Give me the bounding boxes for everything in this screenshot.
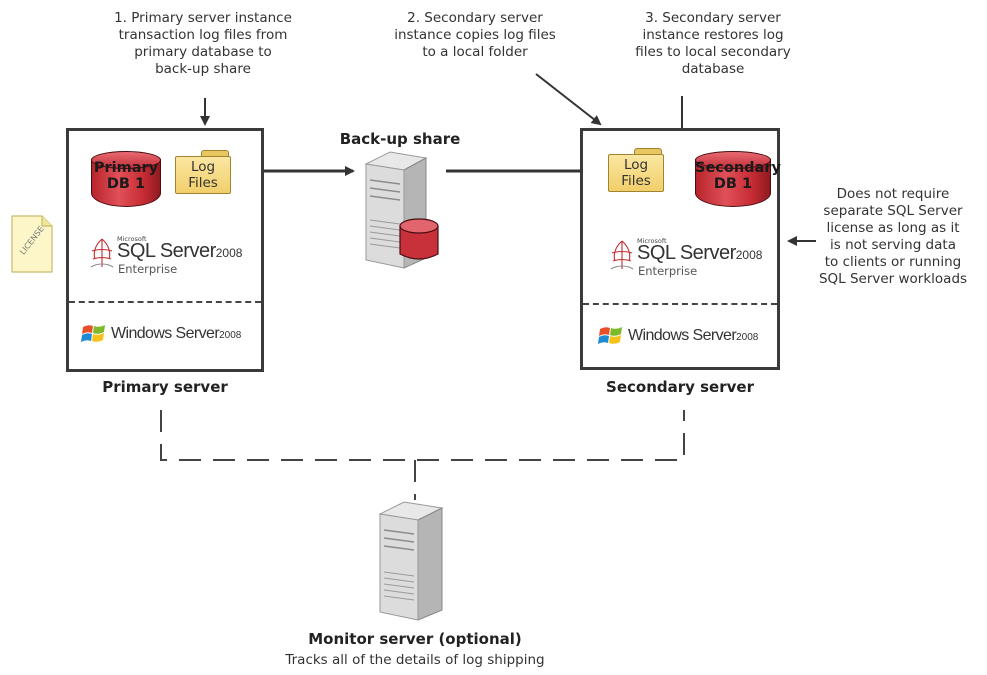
sql-edition: Enterprise bbox=[638, 264, 698, 278]
monitor-dashed-link bbox=[160, 410, 685, 500]
db-label-line: DB 1 bbox=[106, 176, 146, 192]
monitor-server-description: Tracks all of the details of log shippin… bbox=[285, 652, 545, 668]
windows-server-product: Windows Server2008 bbox=[111, 325, 241, 343]
windows-year: 2008 bbox=[736, 332, 759, 343]
layer-divider bbox=[583, 303, 777, 305]
secondary-server-box: Log Files Secondary DB 1 Microsoft SQL S… bbox=[580, 128, 781, 370]
folder-label-line: Log bbox=[190, 159, 216, 175]
sql-product-name: SQL Server bbox=[117, 240, 216, 262]
secondary-database-icon: Secondary DB 1 bbox=[695, 151, 781, 207]
license-document-icon: LICENSE bbox=[8, 214, 56, 274]
step1-line: transaction log files from bbox=[118, 27, 288, 43]
folder-label: Log Files bbox=[608, 157, 664, 189]
license-note-line: separate SQL Server bbox=[823, 203, 963, 219]
step2-caption: 2. Secondary server instance copies log … bbox=[360, 10, 590, 61]
layer-divider bbox=[69, 301, 261, 303]
sql-server-product: SQL Server2008 bbox=[117, 240, 242, 263]
license-note-line: SQL Server workloads bbox=[818, 271, 968, 287]
license-note-line: Does not require bbox=[836, 186, 950, 202]
sql-server-icon bbox=[610, 240, 634, 270]
sql-server-icon bbox=[90, 238, 114, 268]
step2-arrow bbox=[535, 73, 602, 126]
step1-line: 1. Primary server instance bbox=[114, 10, 292, 26]
step3-line: files to local secondary bbox=[635, 44, 791, 60]
folder-label-line: Files bbox=[188, 175, 218, 191]
sql-product-name: SQL Server bbox=[637, 242, 736, 264]
sql-server-product: SQL Server2008 bbox=[637, 242, 762, 265]
license-note: Does not require separate SQL Server lic… bbox=[805, 186, 981, 288]
step2-line: to a local folder bbox=[422, 44, 528, 60]
database-cylinder-top bbox=[91, 151, 161, 169]
license-note-line: is not serving data bbox=[830, 237, 956, 253]
database-cylinder-top bbox=[695, 151, 771, 169]
microsoft-label: Microsoft bbox=[637, 237, 667, 245]
monitor-server-label: Monitor server (optional) bbox=[308, 630, 522, 648]
db-label-line: DB 1 bbox=[713, 176, 753, 192]
folder-label-line: Files bbox=[621, 173, 651, 189]
step3-caption: 3. Secondary server instance restores lo… bbox=[598, 10, 828, 78]
windows-server-logo: Windows Server2008 bbox=[598, 323, 758, 349]
folder-label-line: Log bbox=[623, 157, 649, 173]
windows-server-product: Windows Server2008 bbox=[628, 327, 758, 345]
folder-body bbox=[175, 156, 231, 194]
monitor-server-icon bbox=[372, 500, 462, 622]
windows-flag-icon bbox=[81, 325, 105, 342]
db-label-line: Primary bbox=[93, 160, 159, 176]
step3-line: instance restores log bbox=[642, 27, 784, 43]
step1-line: back-up share bbox=[155, 61, 251, 77]
secondary-server-label: Secondary server bbox=[606, 378, 754, 396]
microsoft-label: Microsoft bbox=[117, 235, 147, 243]
primary-log-files-folder-icon: Log Files bbox=[175, 150, 231, 194]
folder-tab bbox=[201, 150, 229, 158]
primary-db-label: Primary DB 1 bbox=[91, 160, 161, 192]
sql-edition: Enterprise bbox=[118, 262, 178, 276]
windows-server-logo: Windows Server2008 bbox=[81, 321, 241, 347]
db-label-line: Secondary bbox=[695, 160, 781, 176]
step3-line: 3. Secondary server bbox=[645, 10, 781, 26]
sql-year: 2008 bbox=[735, 248, 763, 262]
license-note-line: license as long as it bbox=[826, 220, 960, 236]
windows-product-name: Windows Server bbox=[111, 325, 220, 342]
windows-year: 2008 bbox=[219, 330, 242, 341]
sql-server-logo: Microsoft SQL Server2008 Enterprise bbox=[609, 237, 769, 281]
backup-database-icon bbox=[399, 218, 439, 260]
secondary-log-files-folder-icon: Log Files bbox=[608, 148, 664, 192]
primary-server-box: Primary DB 1 Log Files Microsoft SQL Ser… bbox=[66, 128, 264, 372]
step1-line: primary database to bbox=[134, 44, 272, 60]
backup-share-label: Back-up share bbox=[339, 130, 461, 148]
folder-tab bbox=[634, 148, 662, 156]
step1-caption: 1. Primary server instance transaction l… bbox=[78, 10, 328, 78]
windows-product-name: Windows Server bbox=[628, 327, 737, 344]
windows-flag-icon bbox=[598, 327, 622, 344]
primary-database-icon: Primary DB 1 bbox=[91, 151, 161, 207]
sql-year: 2008 bbox=[215, 246, 243, 260]
step3-line: database bbox=[681, 61, 745, 77]
license-note-line: to clients or running bbox=[824, 254, 962, 270]
step2-line: 2. Secondary server bbox=[407, 10, 543, 26]
step2-line: instance copies log files bbox=[394, 27, 556, 43]
backup-share-server-icon bbox=[360, 150, 450, 270]
secondary-db-label: Secondary DB 1 bbox=[695, 160, 781, 192]
folder-body bbox=[608, 154, 664, 192]
sql-server-logo: Microsoft SQL Server2008 Enterprise bbox=[89, 235, 249, 279]
primary-server-label: Primary server bbox=[102, 378, 228, 396]
folder-label: Log Files bbox=[175, 159, 231, 191]
